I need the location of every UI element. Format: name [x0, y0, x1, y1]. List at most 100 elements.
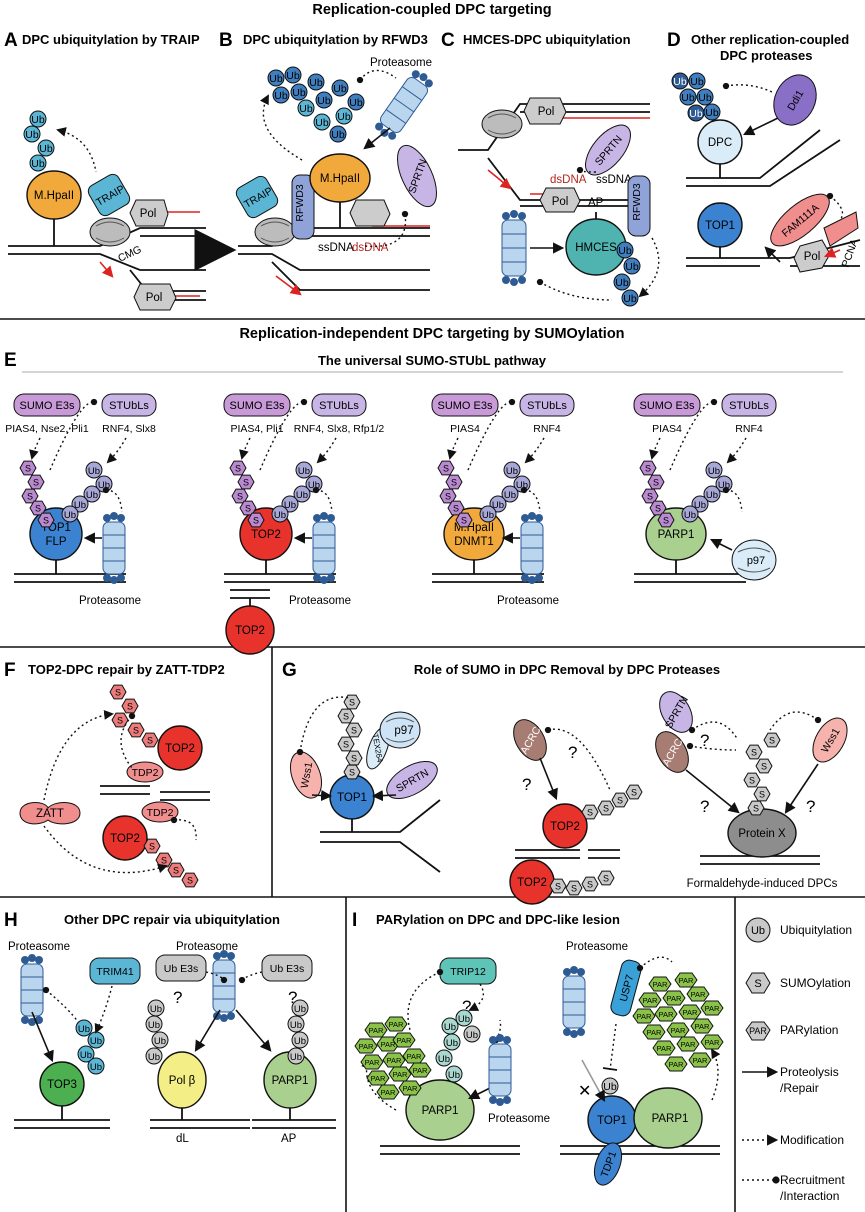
polymerase-icon: Pol	[523, 97, 567, 125]
svg-text:S: S	[603, 804, 609, 814]
svg-text:PAR: PAR	[671, 1026, 686, 1035]
legend-parylation: PARylation	[780, 1023, 838, 1037]
proteolysis-arrow	[742, 117, 779, 136]
svg-text:Ub: Ub	[31, 158, 45, 170]
ub-icon	[601, 1077, 619, 1095]
sumo-icon	[343, 694, 361, 710]
svg-text:Ub: Ub	[154, 1036, 166, 1047]
svg-text:Ub: Ub	[25, 129, 39, 141]
svg-text:Ub: Ub	[689, 108, 703, 120]
proteolysis-arrow	[764, 246, 781, 263]
svg-text:Ub: Ub	[308, 480, 320, 491]
par-icon	[674, 972, 698, 988]
panel-letter: I	[352, 910, 357, 931]
svg-text:STUbLs: STUbLs	[527, 400, 567, 412]
tdp2-protein	[126, 761, 164, 783]
ub-chain-icon: Ub Ub Ub Ub Ub Ub Ub Ub Ub Ub Ub Ub	[267, 66, 365, 143]
svg-text:PAR: PAR	[371, 1074, 386, 1083]
svg-text:S: S	[43, 516, 49, 526]
svg-text:SUMO E3s: SUMO E3s	[437, 400, 493, 412]
svg-text:Ub: Ub	[78, 1024, 90, 1035]
arrow-red	[823, 247, 841, 258]
svg-text:PIAS4, Pli1: PIAS4, Pli1	[230, 423, 283, 435]
par-icon	[360, 1054, 384, 1070]
m-hpaii-protein	[26, 170, 82, 220]
dl-label: dL	[176, 1133, 189, 1145]
recruitment-line	[42, 986, 79, 1023]
panel-g: G Role of SUMO in DPC Removal by DPC Pro…	[282, 660, 848, 905]
svg-text:S: S	[647, 492, 653, 502]
svg-text:Ub: Ub	[331, 129, 345, 141]
dna-icon	[380, 1145, 720, 1155]
svg-text:RNF4, Slx8, Rfp1/2: RNF4, Slx8, Rfp1/2	[294, 423, 385, 435]
svg-text:Pol: Pol	[146, 292, 163, 304]
tdp1-protein	[593, 1142, 623, 1186]
ub-chain-icon: Ub	[463, 1025, 481, 1043]
svg-text:S: S	[453, 504, 459, 514]
svg-text:Ub: Ub	[274, 90, 288, 102]
svg-text:S: S	[133, 726, 139, 736]
top2-protein	[102, 815, 148, 861]
svg-text:PAR: PAR	[407, 1052, 422, 1061]
cmg-label: CMG	[116, 243, 143, 264]
svg-text:PAR: PAR	[667, 994, 682, 1003]
dna-icon	[515, 849, 620, 859]
svg-text:Ub: Ub	[694, 500, 706, 511]
panel-title-line2: DPC proteases	[720, 48, 812, 63]
par-icon	[638, 992, 662, 1008]
pcna-protein	[823, 211, 859, 247]
question-mark: ?	[700, 731, 709, 750]
sumo-legend-icon	[745, 972, 771, 994]
dsdna-label: dsDNA	[352, 242, 389, 254]
sumo-e3s-pill	[431, 393, 499, 417]
svg-text:PAR: PAR	[647, 1028, 662, 1037]
svg-text:PAR: PAR	[749, 1026, 767, 1036]
ub-e3s-label: Ub E3s	[164, 963, 198, 975]
svg-text:Ub: Ub	[80, 1050, 92, 1061]
svg-text:Ub: Ub	[466, 1030, 478, 1041]
proteasome-icon	[488, 1034, 512, 1106]
panel-letter: G	[282, 660, 297, 681]
svg-text:Ub: Ub	[292, 87, 306, 99]
ssdna-label: ssDNA	[318, 242, 354, 254]
par-icon	[686, 986, 710, 1002]
modification-arrow	[710, 1048, 721, 1101]
par-icon	[408, 1062, 432, 1078]
sumo-icon	[27, 474, 45, 490]
svg-text:S: S	[655, 504, 661, 514]
svg-text:PAR: PAR	[691, 990, 706, 999]
recruitment-line	[356, 69, 397, 84]
inhibition-bar	[602, 1067, 618, 1071]
proteasome-icon	[375, 70, 433, 140]
sumo-icon	[565, 880, 583, 896]
question-mark: ?	[462, 997, 471, 1016]
par-icon	[700, 1000, 724, 1016]
svg-text:S: S	[753, 804, 759, 814]
svg-text:Ub: Ub	[299, 103, 313, 115]
par-icon	[376, 1084, 400, 1100]
inhibition-line	[609, 1023, 617, 1071]
recruitment-line	[688, 721, 739, 741]
replisome-icon	[254, 217, 296, 247]
svg-text:Ub: Ub	[446, 1038, 458, 1049]
legend-interaction: /Interaction	[780, 1189, 839, 1203]
dpc-protein	[697, 119, 743, 165]
svg-text:RNF4: RNF4	[735, 423, 763, 435]
ub-chain-icon: Ub Ub Ub Ub	[23, 110, 55, 172]
polymerase-icon: Pol	[539, 187, 581, 213]
question-mark: ?	[173, 988, 182, 1007]
recruitment-line	[576, 166, 597, 174]
dpc-label: DPC	[708, 137, 732, 149]
parp1-label: PARP1	[272, 1075, 309, 1087]
svg-text:RNF4: RNF4	[533, 423, 561, 435]
panel-letter: H	[4, 910, 18, 931]
par-icon	[398, 1080, 422, 1096]
proteolysis-arrow	[581, 1059, 606, 1102]
svg-text:S: S	[117, 716, 123, 726]
par-icon	[676, 1036, 700, 1052]
